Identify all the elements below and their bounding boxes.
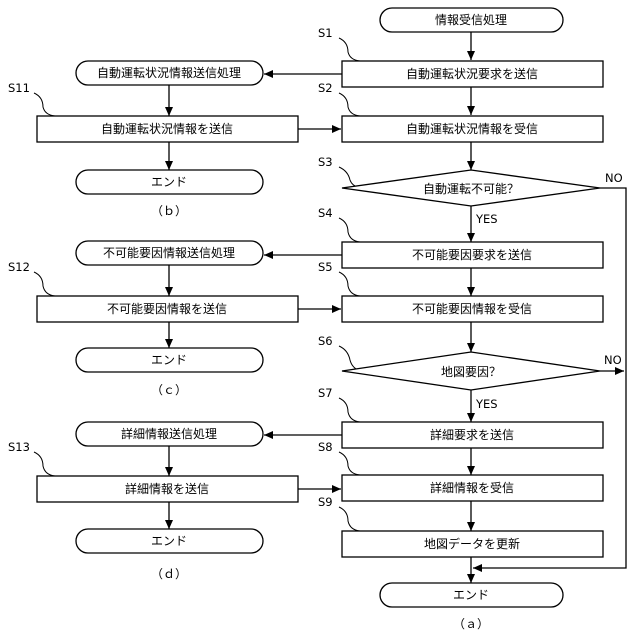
process-box-s7-text: 詳細要求を送信	[430, 427, 514, 442]
step-label-s3: S3	[318, 155, 333, 169]
step-label-s13: S13	[8, 440, 30, 454]
step-label-s9: S9	[318, 495, 333, 509]
step-label-s6: S6	[318, 334, 333, 348]
step-label-s1: S1	[318, 26, 333, 40]
no-label-s6: NO	[604, 353, 622, 367]
caption-d: （ｄ）	[151, 567, 187, 581]
start-terminal-d-text: 詳細情報送信処理	[121, 426, 217, 441]
end-terminal-a-text: エンド	[453, 588, 489, 602]
step-label-s8: S8	[318, 440, 333, 454]
process-box-s8-text: 詳細情報を受信	[430, 480, 514, 495]
step-label-s7: S7	[318, 386, 333, 400]
process-box-s13-text: 詳細情報を送信	[125, 481, 209, 496]
process-box-s2-text: 自動運転状況情報を受信	[406, 121, 538, 136]
process-box-s12-text: 不可能要因情報を送信	[107, 301, 227, 316]
process-box-s11-text: 自動運転状況情報を送信	[101, 121, 233, 136]
process-box-s4-text: 不可能要因要求を送信	[412, 247, 532, 262]
step-label-s11: S11	[8, 81, 30, 95]
yes-label-s3: YES	[475, 212, 498, 226]
caption-c: （ｃ）	[151, 383, 187, 397]
caption-a: （ａ）	[453, 617, 489, 631]
process-box-s5-text: 不可能要因情報を受信	[412, 302, 532, 316]
start-terminal-b-text: 自動運転状況情報送信処理	[97, 65, 241, 80]
yes-label-s6: YES	[475, 397, 498, 411]
end-terminal-d-text: エンド	[151, 534, 187, 548]
step-label-s2: S2	[318, 81, 333, 95]
start-terminal-c-text: 不可能要因情報送信処理	[103, 245, 235, 260]
caption-b: （ｂ）	[151, 204, 187, 218]
no-label-s3: NO	[605, 171, 623, 185]
process-box-s1-text: 自動運転状況要求を送信	[406, 66, 538, 81]
step-label-s5: S5	[318, 260, 333, 274]
start-terminal-a-text: 情報受信処理	[435, 13, 507, 27]
process-box-s9-text: 地図データを更新	[424, 536, 520, 551]
end-terminal-b-text: エンド	[151, 175, 187, 189]
step-label-s12: S12	[8, 260, 30, 274]
decision-s3-text: 自動運転不可能？	[423, 182, 519, 196]
step-label-s4: S4	[318, 206, 333, 220]
decision-s6-text: 地図要因？	[441, 365, 501, 379]
end-terminal-c-text: エンド	[151, 353, 187, 367]
